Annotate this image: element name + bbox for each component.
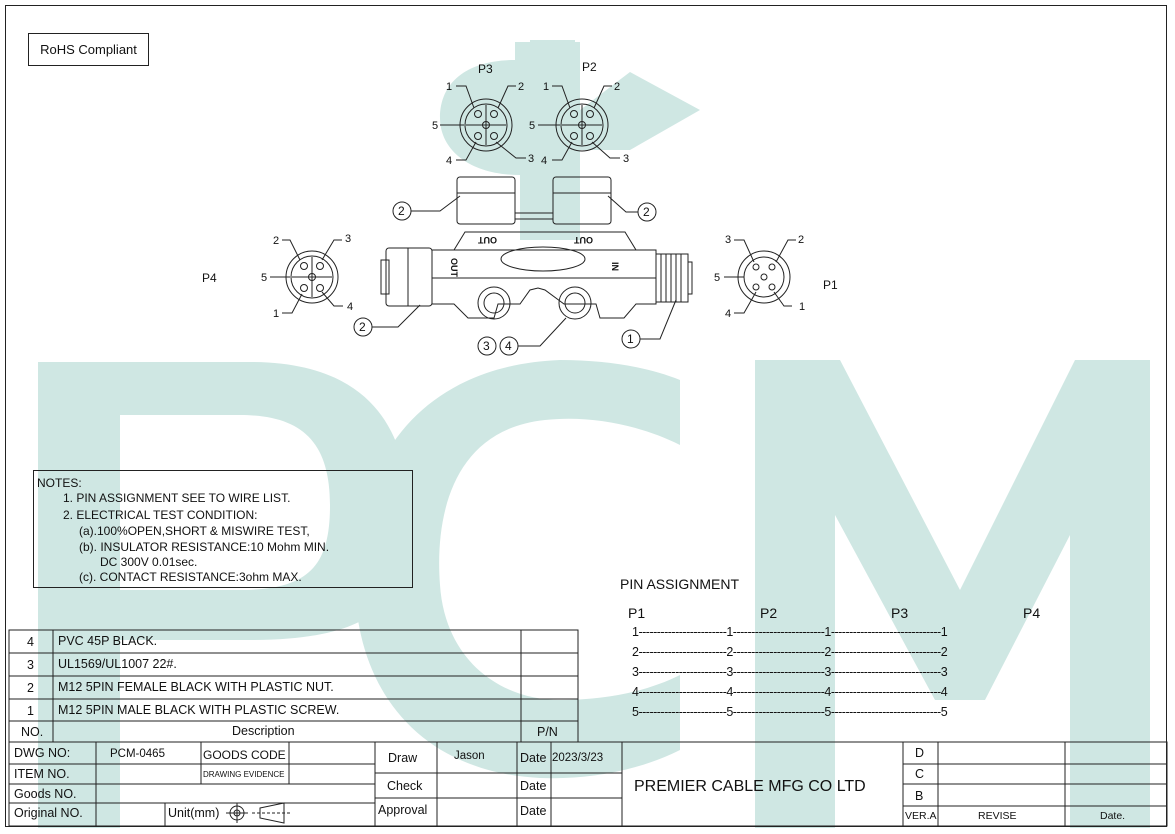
p3-pin-1: 1 [446, 81, 452, 93]
pin-row: 1------------------------1--------------… [632, 625, 948, 639]
p2-pin-3: 3 [623, 153, 629, 165]
pin-assignment-title: PIN ASSIGNMENT [620, 576, 740, 592]
pin-row: 3------------------------3--------------… [632, 665, 948, 679]
pin-header-p2: P2 [760, 605, 778, 621]
rev-row-c: C [915, 767, 925, 781]
p1-pin-4: 4 [725, 308, 731, 320]
draw-name: Jason [454, 750, 485, 762]
bom-row-desc: M12 5PIN MALE BLACK WITH PLASTIC SCREW. [58, 703, 340, 717]
body-label-out-b: OUT [574, 235, 594, 245]
p4-pin-2: 2 [273, 235, 279, 247]
pin-row: 5------------------------5--------------… [632, 705, 948, 719]
rev-row-b: B [915, 789, 924, 803]
p4-pin-5: 5 [261, 272, 267, 284]
p4-label: P4 [202, 271, 217, 285]
body-label-in: IN [610, 262, 620, 271]
p2-pin-1: 1 [543, 81, 549, 93]
notes-line: (a).100%OPEN,SHORT & MISWIRE TEST, [79, 524, 310, 538]
pin-header-p4: P4 [1023, 605, 1041, 621]
pin-header-p3: P3 [891, 605, 909, 621]
p2-label: P2 [582, 60, 597, 74]
p2-face-icon [555, 98, 609, 152]
bom-row-desc: PVC 45P BLACK. [58, 634, 158, 648]
callout-3: 3 [483, 339, 490, 353]
notes-box: NOTES: 1. PIN ASSIGNMENT SEE TO WIRE LIS… [33, 470, 413, 588]
p4-pin-3: 3 [345, 233, 351, 245]
date-value: 2023/3/23 [552, 752, 604, 764]
p3-pin-2: 2 [518, 81, 524, 93]
bom-header-no: NO. [21, 725, 44, 739]
p3-pin-3: 3 [528, 153, 534, 165]
pin-header-p1: P1 [628, 605, 646, 621]
bom-row-no: 1 [27, 704, 34, 718]
p4-face-icon [285, 250, 339, 304]
dwg-no-value: PCM-0465 [110, 748, 165, 760]
dwg-no-label: DWG NO: [14, 746, 71, 760]
goods-code-label: GOODS CODE [203, 748, 286, 762]
original-no-label: Original NO. [14, 806, 83, 820]
body-label-out-a: OUT [478, 235, 498, 245]
date-label: Date [520, 751, 547, 765]
rohs-badge: RoHS Compliant [28, 33, 149, 66]
notes-line: (b). INSULATOR RESISTANCE:10 Mohm MIN. [79, 540, 330, 554]
draw-label: Draw [388, 751, 418, 765]
callout-1: 1 [627, 332, 634, 346]
callout-2-top-right: 2 [643, 205, 650, 219]
p3-pin-4: 4 [446, 155, 452, 167]
ver-label: VER.A [905, 810, 937, 822]
pin-row: 2------------------------2--------------… [632, 645, 948, 659]
p1-pin-3: 3 [725, 234, 731, 246]
p2-pin-4: 4 [541, 155, 547, 167]
p2-pin-5: 5 [529, 120, 535, 132]
p1-pin-2: 2 [798, 234, 804, 246]
bom-header-desc: Description [232, 724, 295, 738]
rev-row-d: D [915, 746, 925, 760]
callout-4: 4 [505, 339, 512, 353]
company-name: PREMIER CABLE MFG CO LTD [634, 778, 866, 795]
pin-row: 4------------------------4--------------… [632, 685, 948, 699]
revise-label: REVISE [978, 810, 1017, 822]
approval-label: Approval [378, 803, 428, 817]
p4-pin-1: 1 [273, 308, 279, 320]
p3-pin-5: 5 [432, 120, 438, 132]
p3-label: P3 [478, 62, 493, 76]
bom-row-desc: M12 5PIN FEMALE BLACK WITH PLASTIC NUT. [58, 680, 334, 694]
callout-2-left: 2 [359, 320, 366, 334]
bom-row-no: 4 [27, 635, 34, 649]
goods-no-label: Goods NO. [14, 787, 77, 801]
p1-pin-1: 1 [799, 301, 805, 313]
p1-pin-5: 5 [714, 272, 720, 284]
notes-line: 2. ELECTRICAL TEST CONDITION: [63, 508, 258, 522]
bom-row-desc: UL1569/UL1007 22#. [58, 657, 177, 671]
p3-face-icon [459, 98, 513, 152]
p1-label: P1 [823, 278, 838, 292]
bom-row-no: 2 [27, 681, 34, 695]
unit-label: Unit(mm) [168, 806, 220, 820]
notes-line: (c). CONTACT RESISTANCE:3ohm MAX. [79, 570, 302, 584]
bom-header-pn: P/N [537, 725, 558, 739]
body-label-out-c: OUT [449, 258, 459, 278]
p2-pin-2: 2 [614, 81, 620, 93]
bom-row-no: 3 [27, 658, 34, 672]
notes-title: NOTES: [37, 476, 82, 490]
callout-2-top-left: 2 [398, 204, 405, 218]
item-no-label: ITEM NO. [14, 767, 70, 781]
date-label: Date [520, 779, 547, 793]
notes-line: DC 300V 0.01sec. [100, 555, 198, 569]
check-label: Check [387, 779, 423, 793]
p4-pin-4: 4 [347, 301, 353, 313]
date-col-label: Date. [1100, 810, 1126, 822]
notes-line: 1. PIN ASSIGNMENT SEE TO WIRE LIST. [63, 491, 291, 505]
drawing-evidence-label: DRAWING EVIDENCE [203, 770, 285, 779]
date-label: Date [520, 804, 547, 818]
